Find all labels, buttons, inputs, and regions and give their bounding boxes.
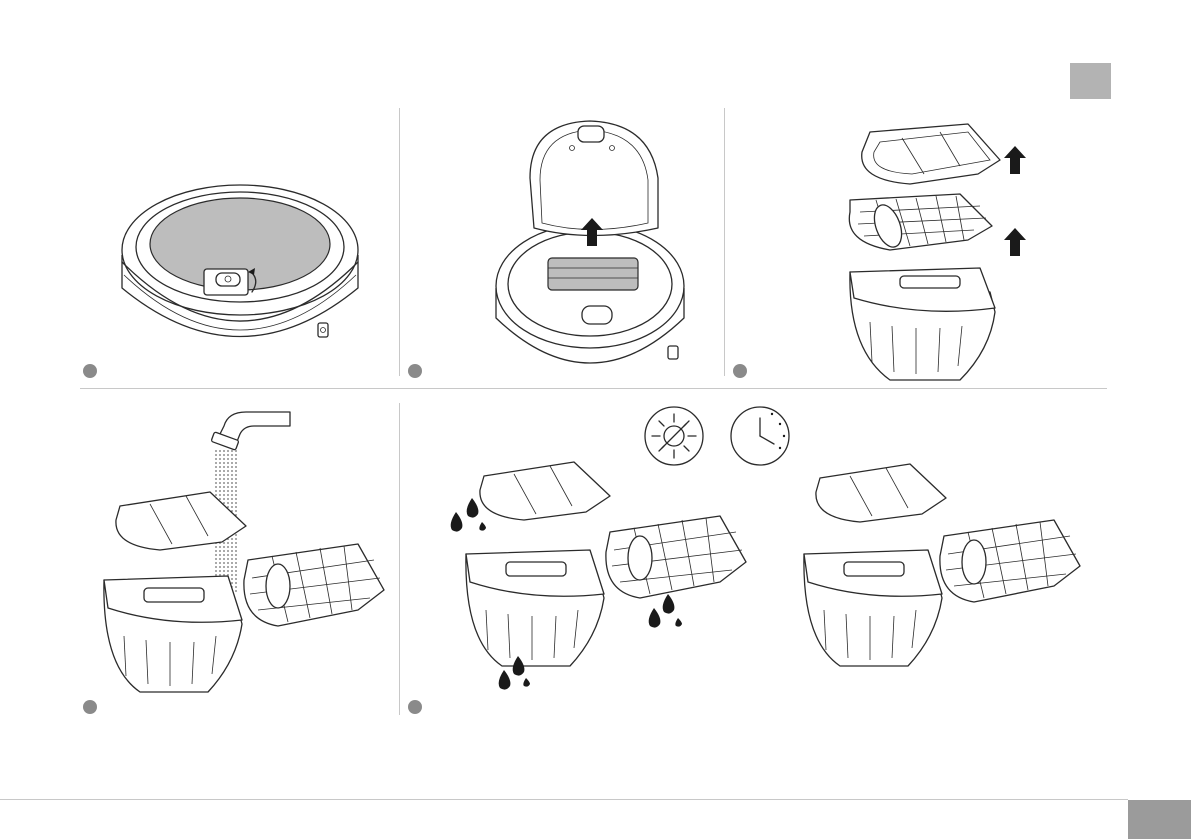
step-marker-2 <box>408 364 422 378</box>
water-drop-icon <box>642 592 690 632</box>
filter-cover-wet <box>474 456 614 528</box>
column-divider-1 <box>399 108 400 376</box>
up-arrow-icon <box>1004 228 1026 256</box>
dust-bin-dry <box>800 540 945 670</box>
robot-vacuum-open-lid <box>490 118 690 383</box>
filter-cover-rinse <box>110 486 250 558</box>
dust-bin-wet <box>462 540 607 670</box>
column-divider-3 <box>399 403 400 715</box>
step-marker-4 <box>83 700 97 714</box>
dust-bin-rinse <box>100 566 245 696</box>
mesh-filter-dry <box>934 516 1084 606</box>
sun-icon <box>642 404 706 468</box>
water-drop-icon <box>444 496 492 536</box>
mesh-filter-wet <box>600 512 750 602</box>
row-divider <box>80 388 1107 389</box>
robot-vacuum-closed <box>110 180 370 370</box>
water-drop-icon <box>494 654 542 694</box>
step-marker-3 <box>733 364 747 378</box>
page-number-tab <box>1128 800 1191 839</box>
mesh-filter-rinse <box>238 540 388 630</box>
up-arrow-icon <box>1004 146 1026 174</box>
clock-icon <box>728 404 792 468</box>
filter-cover-dry <box>810 458 950 530</box>
column-divider-2 <box>724 108 725 376</box>
filter-assembly-exploded <box>840 122 1060 382</box>
step-marker-1 <box>83 364 97 378</box>
footer-rule <box>0 799 1128 800</box>
step-marker-5 <box>408 700 422 714</box>
section-tab <box>1070 63 1111 99</box>
